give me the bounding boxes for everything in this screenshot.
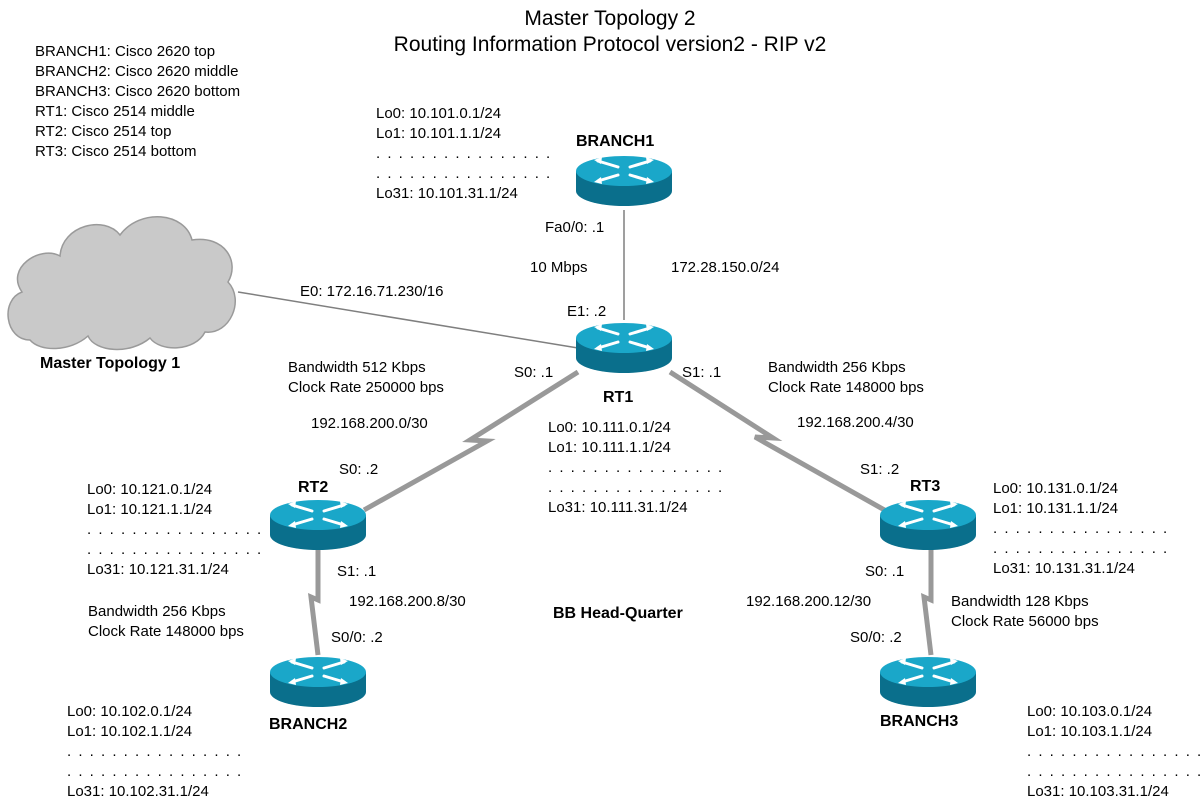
loopbacks-rt1: Lo0: 10.111.0.1/24 Lo1: 10.111.1.1/24 . … [548, 418, 724, 518]
loopback-lo1: Lo1: 10.103.1.1/24 [1027, 723, 1153, 740]
loopback-lo1: Lo1: 10.131.1.1/24 [993, 500, 1119, 517]
loopback-ellipsis: . . . . . . . . . . . . . . . . [1027, 743, 1201, 760]
loopback-lo31: Lo31: 10.111.31.1/24 [548, 499, 688, 516]
rt2-branch2-network: 192.168.200.8/30 [349, 593, 466, 610]
loopback-lo0: Lo0: 10.101.0.1/24 [376, 105, 502, 122]
loopbacks-rt3: Lo0: 10.131.0.1/24 Lo1: 10.131.1.1/24 . … [993, 479, 1169, 579]
loopback-lo31: Lo31: 10.102.31.1/24 [67, 783, 209, 800]
link-rt2-branch2-serial [307, 545, 321, 656]
loopback-ellipsis: . . . . . . . . . . . . . . . . [1027, 763, 1201, 780]
rt1-e1-interface: E1: .2 [567, 303, 607, 320]
loopbacks-branch3: Lo0: 10.103.0.1/24 Lo1: 10.103.1.1/24 . … [1027, 702, 1201, 802]
loopback-ellipsis: . . . . . . . . . . . . . . . . [376, 145, 552, 162]
rt1-rt3-bandwidth: Bandwidth 256 Kbps [768, 359, 906, 376]
rt1-rt3-clock-rate: Clock Rate 148000 bps [768, 379, 924, 396]
loopback-ellipsis: . . . . . . . . . . . . . . . . [993, 540, 1169, 557]
branch1-rt1-network: 172.28.150.0/24 [671, 259, 780, 276]
router-rt3-name: RT3 [910, 478, 941, 495]
router-rt2-icon[interactable] [268, 498, 368, 552]
rt1-rt2-network: 192.168.200.0/30 [311, 415, 428, 432]
title-line-1: Master Topology 2 [524, 7, 696, 30]
device-list-item: RT2: Cisco 2514 top [35, 123, 172, 140]
device-list-item: BRANCH3: Cisco 2620 bottom [35, 83, 241, 100]
rt1-rt2-clock-rate: Clock Rate 250000 bps [288, 379, 444, 396]
rt2-branch2-bandwidth: Bandwidth 256 Kbps [88, 603, 226, 620]
link-rt3-branch3-serial [920, 545, 934, 656]
loopback-lo31: Lo31: 10.101.31.1/24 [376, 185, 518, 202]
router-rt2-name: RT2 [298, 479, 329, 496]
rt1-rt3-network: 192.168.200.4/30 [797, 414, 914, 431]
device-list-item: BRANCH2: Cisco 2620 middle [35, 63, 239, 80]
rt3-s1-interface: S1: .2 [860, 461, 900, 478]
loopbacks-branch1: Lo0: 10.101.0.1/24 Lo1: 10.101.1.1/24 . … [376, 104, 552, 204]
loopback-ellipsis: . . . . . . . . . . . . . . . . [67, 763, 243, 780]
device-list-item: BRANCH1: Cisco 2620 top [35, 43, 216, 60]
rt2-branch2-clock-rate: Clock Rate 148000 bps [88, 623, 244, 640]
branch3-s0-0-interface: S0/0: .2 [850, 629, 902, 646]
loopback-ellipsis: . . . . . . . . . . . . . . . . [376, 165, 552, 182]
router-rt3-icon[interactable] [878, 498, 978, 552]
loopback-ellipsis: . . . . . . . . . . . . . . . . [548, 459, 724, 476]
link-rt1-rt2-serial [362, 369, 580, 513]
loopback-lo31: Lo31: 10.103.31.1/24 [1027, 783, 1169, 800]
rt3-branch3-bandwidth: Bandwidth 128 Kbps [951, 593, 1089, 610]
title-line-2: Routing Information Protocol version2 - … [393, 33, 827, 56]
rt3-branch3-clock-rate: Clock Rate 56000 bps [951, 613, 1099, 630]
loopback-ellipsis: . . . . . . . . . . . . . . . . [993, 520, 1169, 537]
router-branch1-icon[interactable] [574, 154, 674, 208]
link-cloud-rt1 [237, 291, 579, 349]
loopback-lo1: Lo1: 10.101.1.1/24 [376, 125, 502, 142]
loopback-ellipsis: . . . . . . . . . . . . . . . . [87, 521, 263, 538]
loopback-ellipsis: . . . . . . . . . . . . . . . . [67, 743, 243, 760]
loopback-lo0: Lo0: 10.121.0.1/24 [87, 481, 213, 498]
cloud-rt1-interface: E0: 172.16.71.230/16 [300, 283, 444, 300]
hq-label: BB Head-Quarter [553, 605, 683, 622]
router-rt1-icon[interactable] [574, 321, 674, 375]
loopbacks-rt2: Lo0: 10.121.0.1/24 Lo1: 10.121.1.1/24 . … [87, 480, 263, 580]
rt3-s0-interface: S0: .1 [865, 563, 905, 580]
loopback-lo1: Lo1: 10.111.1.1/24 [548, 439, 671, 456]
rt2-s0-interface: S0: .2 [339, 461, 379, 478]
device-list-item: RT1: Cisco 2514 middle [35, 103, 195, 120]
loopback-lo1: Lo1: 10.121.1.1/24 [87, 501, 213, 518]
rt3-branch3-network: 192.168.200.12/30 [746, 593, 872, 610]
rt2-s1-interface: S1: .1 [337, 563, 377, 580]
master-topology-1-cloud [7, 215, 236, 351]
loopback-lo0: Lo0: 10.102.0.1/24 [67, 703, 193, 720]
router-branch1-name: BRANCH1 [576, 133, 655, 150]
device-list: BRANCH1: Cisco 2620 top BRANCH2: Cisco 2… [35, 42, 240, 162]
router-branch3-icon[interactable] [878, 655, 978, 709]
branch1-rt1-speed: 10 Mbps [530, 259, 588, 276]
diagram-title: Master Topology 2 Routing Information Pr… [350, 6, 870, 58]
loopbacks-branch2: Lo0: 10.102.0.1/24 Lo1: 10.102.1.1/24 . … [67, 702, 243, 802]
rt1-s0-interface: S0: .1 [514, 364, 554, 381]
router-branch3-name: BRANCH3 [880, 713, 959, 730]
loopback-lo0: Lo0: 10.131.0.1/24 [993, 480, 1119, 497]
branch1-interface: Fa0/0: .1 [545, 219, 605, 236]
loopback-lo31: Lo31: 10.131.31.1/24 [993, 560, 1135, 577]
rt1-s1-interface: S1: .1 [682, 364, 722, 381]
loopback-lo31: Lo31: 10.121.31.1/24 [87, 561, 229, 578]
router-branch2-icon[interactable] [268, 655, 368, 709]
cloud-label: Master Topology 1 [40, 355, 181, 372]
loopback-lo0: Lo0: 10.103.0.1/24 [1027, 703, 1153, 720]
branch2-s0-0-interface: S0/0: .2 [331, 629, 383, 646]
loopback-ellipsis: . . . . . . . . . . . . . . . . [87, 541, 263, 558]
router-branch2-name: BRANCH2 [269, 716, 348, 733]
loopback-lo1: Lo1: 10.102.1.1/24 [67, 723, 193, 740]
loopback-ellipsis: . . . . . . . . . . . . . . . . [548, 479, 724, 496]
router-rt1-name: RT1 [603, 389, 634, 406]
loopback-lo0: Lo0: 10.111.0.1/24 [548, 419, 671, 436]
device-list-item: RT3: Cisco 2514 bottom [35, 143, 197, 160]
link-rt1-rt3-serial [668, 369, 890, 515]
rt1-rt2-bandwidth: Bandwidth 512 Kbps [288, 359, 426, 376]
